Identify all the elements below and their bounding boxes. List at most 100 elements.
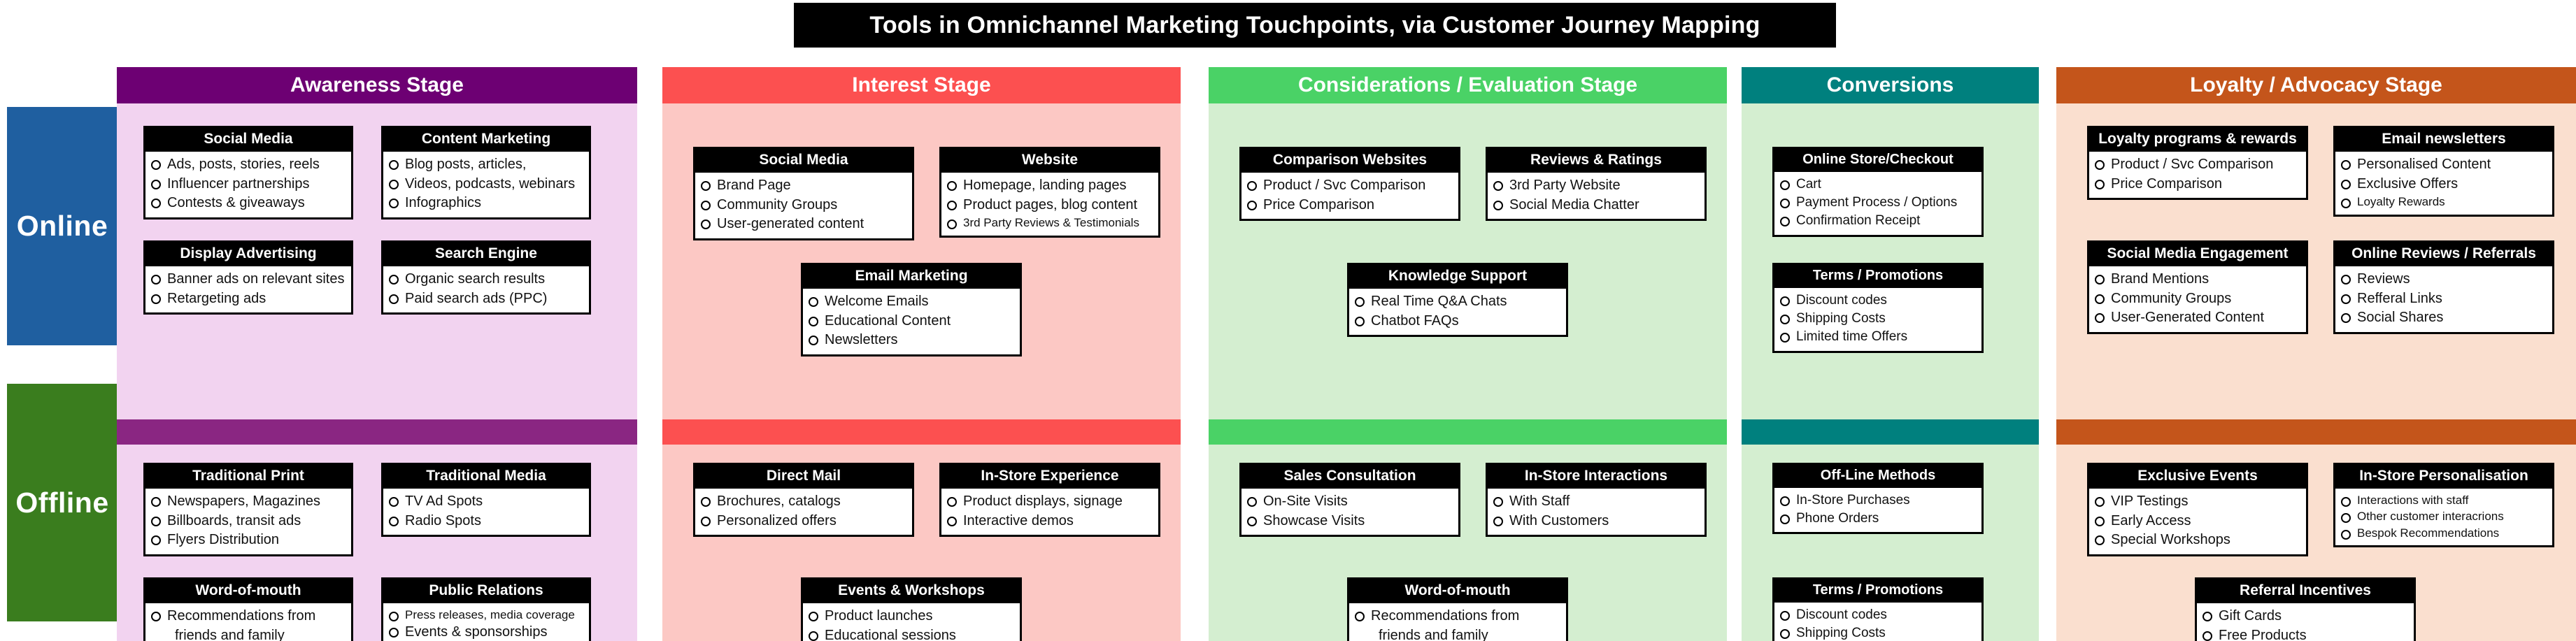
- list-item[interactable]: Price Comparison: [2095, 175, 2302, 194]
- list-item[interactable]: Chatbot FAQs: [1355, 312, 1562, 331]
- list-item[interactable]: On-Site Visits: [1247, 492, 1454, 512]
- card-loyalty-programs-rewards[interactable]: Loyalty programs & rewards Product / Svc…: [2087, 126, 2308, 201]
- list-item[interactable]: Press releases, media coverage: [389, 607, 585, 623]
- list-item[interactable]: VIP Testings: [2095, 492, 2302, 512]
- list-item[interactable]: 3rd Party Website: [1493, 176, 1700, 196]
- card-in-store-experience[interactable]: In-Store Experience Product displays, si…: [939, 463, 1160, 538]
- card-terms-promotions[interactable]: Terms / Promotions Discount codes Shippi…: [1772, 263, 1984, 353]
- card-content-marketing[interactable]: Content Marketing Blog posts, articles, …: [381, 126, 591, 219]
- list-item[interactable]: Refferal Links: [2341, 289, 2548, 309]
- list-item[interactable]: Brand Page: [701, 176, 908, 196]
- card-website[interactable]: Website Homepage, landing pages Product …: [939, 147, 1160, 238]
- list-item[interactable]: Loyalty Rewards: [2341, 194, 2548, 210]
- card-events-workshops[interactable]: Events & Workshops Product launches Educ…: [801, 577, 1022, 641]
- list-item[interactable]: With Customers: [1493, 512, 1700, 531]
- list-item[interactable]: Real Time Q&A Chats: [1355, 292, 1562, 312]
- list-item[interactable]: Product displays, signage: [947, 492, 1154, 512]
- list-item[interactable]: Shipping Costs: [1780, 310, 1977, 328]
- list-item[interactable]: Personalised Content: [2341, 155, 2548, 175]
- card-referral-incentives[interactable]: Referral Incentives Gift Cards Free Prod…: [2195, 577, 2416, 641]
- list-item[interactable]: Blog posts, articles,: [389, 155, 585, 175]
- card-direct-mail[interactable]: Direct Mail Brochures, catalogs Personal…: [693, 463, 914, 538]
- list-item[interactable]: Recommendations from: [1355, 607, 1562, 626]
- list-item[interactable]: User-Generated Content: [2095, 308, 2302, 328]
- list-item[interactable]: Price Comparison: [1247, 196, 1454, 215]
- list-item[interactable]: Special Workshops: [2095, 531, 2302, 550]
- card-social-media[interactable]: Social Media Brand Page Community Groups…: [693, 147, 914, 240]
- list-item[interactable]: Discount codes: [1780, 291, 1977, 310]
- card-reviews-ratings[interactable]: Reviews & Ratings 3rd Party Website Soci…: [1486, 147, 1707, 222]
- list-item[interactable]: Influencer partnerships: [151, 175, 347, 194]
- list-item[interactable]: Exclusive Offers: [2341, 175, 2548, 194]
- list-item[interactable]: Homepage, landing pages: [947, 176, 1154, 196]
- list-item[interactable]: Cart: [1780, 175, 1977, 194]
- card-online-store-checkout[interactable]: Online Store/Checkout Cart Payment Proce…: [1772, 147, 1984, 237]
- list-item[interactable]: Product launches: [809, 607, 1016, 626]
- card-in-store-personalisation[interactable]: In-Store Personalisation Interactions wi…: [2333, 463, 2554, 548]
- list-item[interactable]: Social Media Chatter: [1493, 196, 1700, 215]
- list-item[interactable]: Payment Process / Options: [1780, 194, 1977, 212]
- card-exclusive-events[interactable]: Exclusive Events VIP Testings Early Acce…: [2087, 463, 2308, 556]
- list-item[interactable]: TV Ad Spots: [389, 492, 585, 512]
- list-item[interactable]: Free Products: [2203, 626, 2410, 641]
- card-online-reviews-referrals[interactable]: Online Reviews / Referrals Reviews Reffe…: [2333, 240, 2554, 334]
- card-comparison-websites[interactable]: Comparison Websites Product / Svc Compar…: [1239, 147, 1460, 222]
- card-public-relations[interactable]: Public Relations Press releases, media c…: [381, 577, 591, 641]
- card-knowledge-support[interactable]: Knowledge Support Real Time Q&A Chats Ch…: [1347, 263, 1568, 338]
- list-item[interactable]: Community Groups: [701, 196, 908, 215]
- list-item[interactable]: 3rd Party Reviews & Testimonials: [947, 215, 1154, 231]
- card-traditional-print[interactable]: Traditional Print Newspapers, Magazines …: [143, 463, 353, 556]
- list-item[interactable]: Newspapers, Magazines: [151, 492, 347, 512]
- list-item[interactable]: Bespok Recommendations: [2341, 525, 2548, 541]
- list-item[interactable]: Brochures, catalogs: [701, 492, 908, 512]
- list-item[interactable]: Banner ads on relevant sites: [151, 270, 347, 289]
- list-item[interactable]: Billboards, transit ads: [151, 512, 347, 531]
- list-item[interactable]: Contests & giveaways: [151, 194, 347, 213]
- list-item[interactable]: friends and family: [1355, 626, 1562, 641]
- list-item[interactable]: Organic search results: [389, 270, 585, 289]
- card-email-newsletters[interactable]: Email newsletters Personalised Content E…: [2333, 126, 2554, 217]
- list-item[interactable]: Interactive demos: [947, 512, 1154, 531]
- list-item[interactable]: Gift Cards: [2203, 607, 2410, 626]
- list-item[interactable]: Radio Spots: [389, 512, 585, 531]
- list-item[interactable]: Community Groups: [2095, 289, 2302, 309]
- list-item[interactable]: Other customer interacrions: [2341, 508, 2548, 524]
- list-item[interactable]: Educational Content: [809, 312, 1016, 331]
- list-item[interactable]: In-Store Purchases: [1780, 491, 1977, 510]
- list-item[interactable]: Early Access: [2095, 512, 2302, 531]
- list-item[interactable]: Welcome Emails: [809, 292, 1016, 312]
- list-item[interactable]: Personalized offers: [701, 512, 908, 531]
- list-item[interactable]: Product / Svc Comparison: [1247, 176, 1454, 196]
- list-item[interactable]: Ads, posts, stories, reels: [151, 155, 347, 175]
- list-item[interactable]: Social Shares: [2341, 308, 2548, 328]
- list-item[interactable]: Newsletters: [809, 331, 1016, 350]
- list-item[interactable]: Paid search ads (PPC): [389, 289, 585, 309]
- card-off-line-methods[interactable]: Off-Line Methods In-Store Purchases Phon…: [1772, 463, 1984, 535]
- list-item[interactable]: Product pages, blog content: [947, 196, 1154, 215]
- card-social-media[interactable]: Social Media Ads, posts, stories, reels …: [143, 126, 353, 219]
- list-item[interactable]: Educational sessions: [809, 626, 1016, 641]
- card-traditional-media[interactable]: Traditional Media TV Ad Spots Radio Spot…: [381, 463, 591, 538]
- card-word-of-mouth[interactable]: Word-of-mouth Recommendations from frien…: [1347, 577, 1568, 641]
- list-item[interactable]: Product / Svc Comparison: [2095, 155, 2302, 175]
- list-item[interactable]: Recommendations from: [151, 607, 347, 626]
- card-sales-consultation[interactable]: Sales Consultation On-Site Visits Showca…: [1239, 463, 1460, 538]
- list-item[interactable]: Phone Orders: [1780, 510, 1977, 528]
- list-item[interactable]: Retargeting ads: [151, 289, 347, 309]
- card-word-of-mouth[interactable]: Word-of-mouth Recommendations from frien…: [143, 577, 353, 641]
- card-social-media-engagement[interactable]: Social Media Engagement Brand Mentions C…: [2087, 240, 2308, 334]
- card-display-advertising[interactable]: Display Advertising Banner ads on releva…: [143, 240, 353, 315]
- list-item[interactable]: Interactions with staff: [2341, 492, 2548, 508]
- list-item[interactable]: Reviews: [2341, 270, 2548, 289]
- list-item[interactable]: Showcase Visits: [1247, 512, 1454, 531]
- list-item[interactable]: With Staff: [1493, 492, 1700, 512]
- list-item[interactable]: User-generated content: [701, 215, 908, 234]
- list-item[interactable]: Videos, podcasts, webinars: [389, 175, 585, 194]
- list-item[interactable]: friends and family: [151, 626, 347, 641]
- card-search-engine[interactable]: Search Engine Organic search results Pai…: [381, 240, 591, 315]
- card-terms-promotions[interactable]: Terms / Promotions Discount codes Shippi…: [1772, 577, 1984, 641]
- list-item[interactable]: Infographics: [389, 194, 585, 213]
- list-item[interactable]: Limited time Offers: [1780, 328, 1977, 346]
- list-item[interactable]: Flyers Distribution: [151, 531, 347, 550]
- list-item[interactable]: Events & sponsorships: [389, 623, 585, 641]
